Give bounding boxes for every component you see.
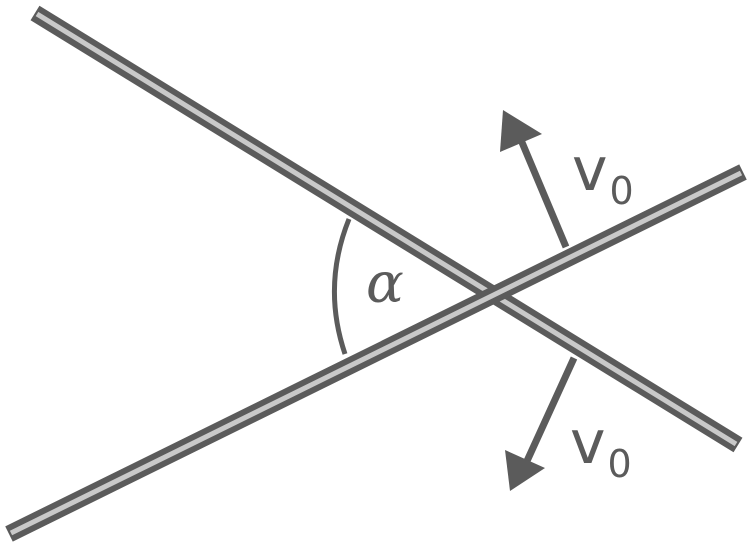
angle-label: α: [366, 251, 404, 316]
velocity-arrow-down: [505, 356, 578, 491]
velocity-label-bottom: v0: [570, 408, 632, 486]
velocity-arrow-up: [500, 110, 570, 249]
velocity-label-top: v0: [572, 135, 634, 213]
rod-ascending: [5, 164, 747, 542]
angle-arc: [332, 218, 352, 355]
rod-descending: [30, 5, 743, 453]
